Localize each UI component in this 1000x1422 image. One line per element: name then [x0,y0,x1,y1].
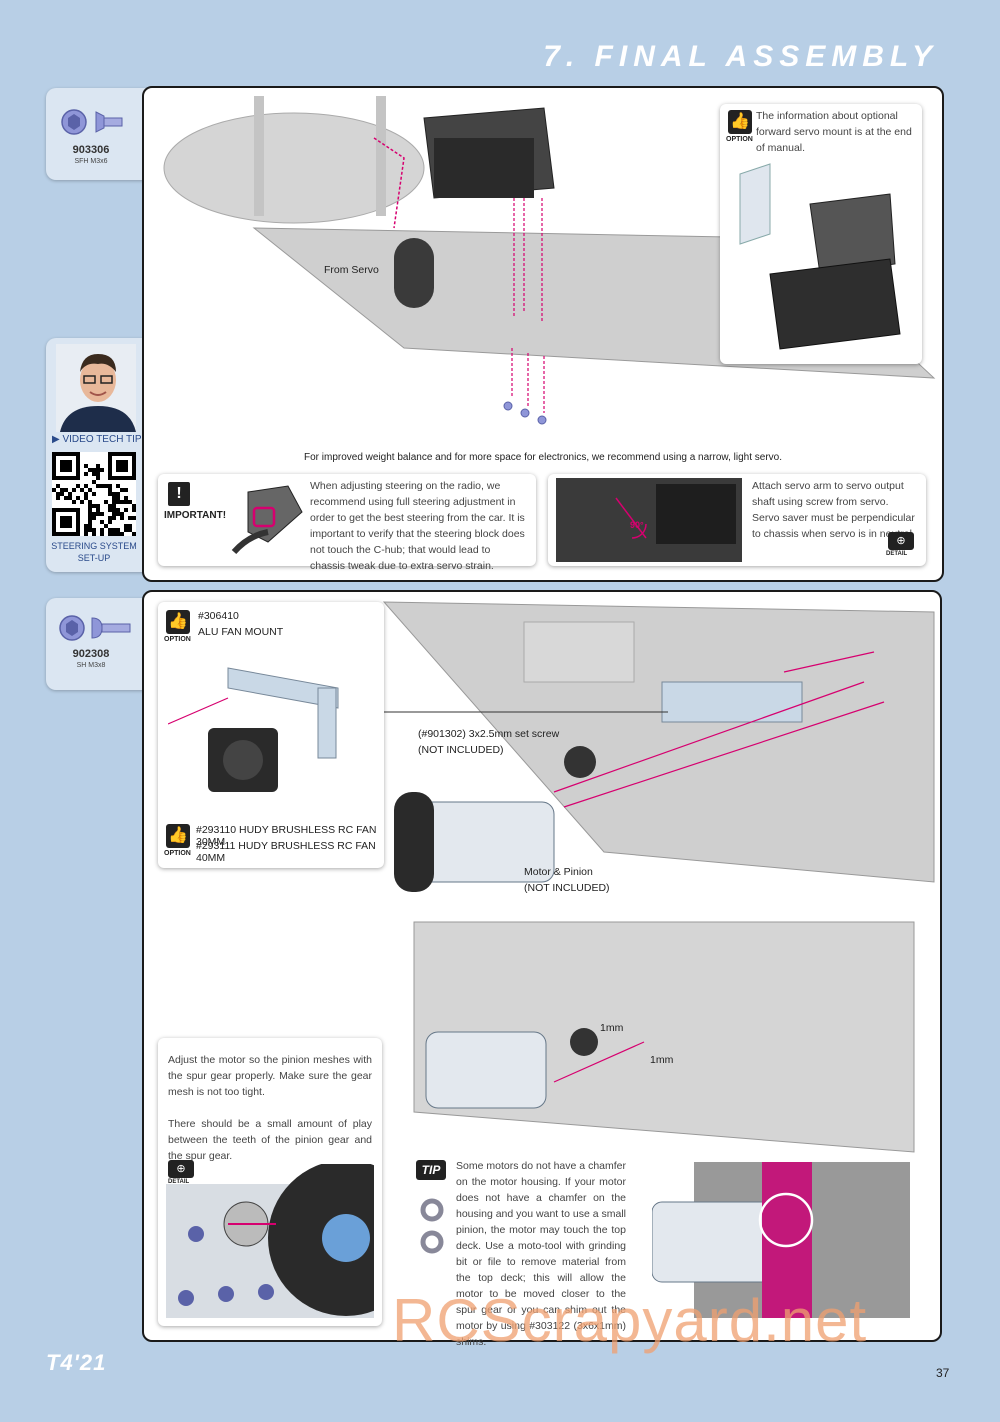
option-label: OPTION [164,636,191,643]
detail-magnifier-icon: ⊕ [168,1160,194,1178]
option-label: OPTION [726,136,753,143]
motor-install-illustration [382,601,935,1153]
from-servo-label: From Servo [324,264,379,276]
presenter-photo [56,344,136,432]
option-servo-mount-box: 👍 OPTION The information about optional … [720,104,922,364]
fan-line2: #293111 HUDY BRUSHLESS RC FAN 40MM [196,840,376,864]
servo-arm-text: Attach servo arm to servo output shaft u… [752,480,915,540]
screw-desc: SFH M3x6 [74,158,108,165]
step2-panel: 👍 OPTION #306410 ALU FAN MOUNT 👍 OPTION … [142,590,942,1348]
shim2-label: 1mm [650,1054,674,1066]
servo-arm-box: 90° Attach servo arm to servo output sha… [548,474,926,566]
screw-desc: SH M3x8 [76,662,106,669]
set-screw-line1: (#901302) 3x2.5mm set screw [418,728,560,740]
screw-code: 902308 [72,648,110,660]
tip-text: Some motors do not have a chamfer on the… [456,1160,626,1348]
detail-magnifier-icon: ⊕ [888,532,914,550]
shim-detail-area: 1mm 1mm [412,916,922,1152]
thumbs-up-icon: 👍 [166,610,190,634]
screw-card-903306: 903306 SFH M3x6 [46,88,146,180]
thumbs-up-icon: 👍 [166,824,190,848]
fan-mount-name: ALU FAN MOUNT [198,626,284,638]
exclamation-icon: ! [168,482,190,506]
shims-icon [420,1198,444,1254]
screw-card-902308: 902308 SH M3x8 [46,598,146,690]
top-deck-clearance-illustration [652,1162,910,1318]
video-tip-caption: STEERING SYSTEM SET-UP [46,540,142,564]
video-tip-card: ▶ VIDEO TECH TIP STEERING SYSTEM SET-UP [46,338,146,572]
qr-code[interactable] [52,452,136,536]
play-icon: ▶ [52,434,60,445]
step1-panel: From Servo 👍 OPTION The information abou… [142,86,944,582]
screw-code: 903306 [72,144,110,156]
video-caption-line2: SET-UP [77,553,111,563]
gear-mesh-illustration [166,1164,374,1318]
adjust-text2: There should be a small amount of play b… [168,1118,372,1162]
motor-line1: Motor & Pinion [524,866,593,878]
fan-mount-illustration [168,667,339,792]
gear-mesh-box: Adjust the motor so the pinion meshes wi… [158,1038,382,1326]
option-fan-mount-box: 👍 OPTION #306410 ALU FAN MOUNT 👍 OPTION … [158,602,384,868]
socket-head-screw-icon [59,615,131,641]
set-screw-line2: (NOT INCLUDED) [418,744,504,756]
servo-mount-illustration [739,163,901,350]
motor-line2: (NOT INCLUDED) [524,882,610,894]
section-title: 7. FINAL ASSEMBLY [543,40,938,73]
important-box: ! IMPORTANT! When adjusting steering on … [158,474,536,572]
adjust-text1: Adjust the motor so the pinion meshes wi… [168,1054,372,1098]
shim1-label: 1mm [600,1022,624,1034]
detail-label: DETAIL [886,551,908,557]
servo-arm-illustration [556,478,742,562]
video-tip-label-row: ▶ VIDEO TECH TIP [52,434,142,445]
video-caption-line1: STEERING SYSTEM [51,541,137,551]
option-text: The information about optional forward s… [756,110,912,154]
weight-note: For improved weight balance and for more… [303,452,782,463]
important-label: IMPORTANT! [164,510,227,521]
important-text: When adjusting steering on the radio, we… [310,480,525,572]
option-label: OPTION [164,850,191,857]
fan-line1: #293110 HUDY BRUSHLESS RC FAN 30MM [196,824,377,848]
thumbs-up-icon: 👍 [728,110,752,134]
countersunk-screw-icon [61,109,123,135]
angle-label: 90° [630,520,644,530]
footer-logo: T4'21 [46,1350,107,1375]
watermark: RCScrapyard.net [392,1287,868,1354]
steering-block-illustration [231,485,303,555]
video-tip-label: VIDEO TECH TIP [62,434,142,445]
tip-label: TIP [416,1160,446,1180]
fan-mount-code: #306410 [198,610,239,622]
detail-label: DETAIL [168,1179,190,1185]
page-number: 37 [936,1366,950,1380]
